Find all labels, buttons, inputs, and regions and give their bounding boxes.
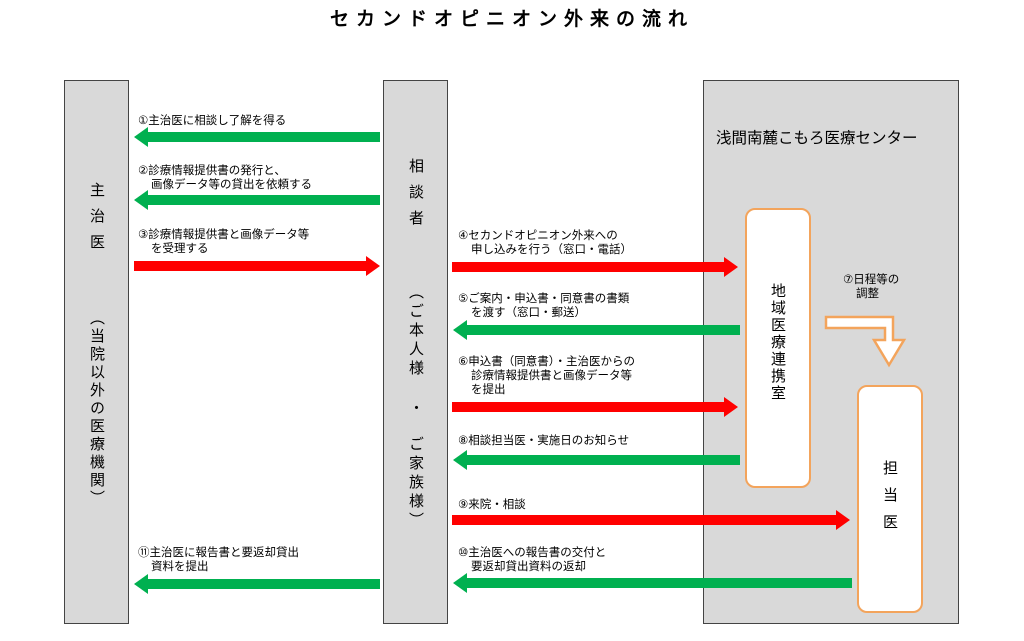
column-consultant [383,80,448,624]
arrow-step-11 [134,574,380,594]
consultant-sub-3: ご家族様） [407,436,425,531]
arrow-step-6 [452,397,738,417]
step-11-label: ⑪主治医に報告書と要返却貸出 資料を提出 [138,545,299,573]
arrow-step-5 [453,320,740,340]
consultant-label: 相談者 [406,158,427,236]
step-11-line-1: ⑪主治医に報告書と要返却貸出 [138,545,299,559]
step-6-line-1: ⑥申込書（同意書）・主治医からの [458,354,636,368]
primary-doctor-char-3: 医 [88,234,106,260]
step-5-line-1: ⑤ご案内・申込書・同意書の書類 [458,291,630,305]
arrow-step-7 [824,315,907,368]
step-1-label: ①主治医に相談し了解を得る [138,113,286,127]
arrow-step-4 [452,257,738,277]
consultant-sublabel-2: ご家族様） [406,436,427,531]
step-4-label: ④セカンドオピニオン外来への 申し込みを行う（窓口・電話） [458,228,632,256]
arrow-step-8 [453,450,740,470]
step-5-line-2: を渡す（窓口・郵送） [471,305,586,319]
step-9-line-1: ⑨来院・相談 [458,497,526,511]
step-7-label: ⑦日程等の 調整 [843,272,899,300]
step-9-label: ⑨来院・相談 [458,497,526,511]
step-4-line-1: ④セカンドオピニオン外来への [458,228,618,242]
arrow-step-9 [452,510,850,530]
attending-doctor-label: 担当医 [881,460,899,541]
arrow-step-1 [134,127,380,147]
primary-doctor-sub: （当院以外の医療機関） [88,310,106,508]
box-regional-liaison [745,208,811,488]
arrow-step-3 [134,256,380,276]
step-3-label: ③診療情報提供書と画像データ等 を受理する [138,227,309,255]
primary-doctor-char-2: 治 [88,208,106,234]
consultant-dot: ・ [406,400,427,415]
consultant-char-3: 者 [407,210,425,236]
step-2-line-1: ②診療情報提供書の発行と、 [138,163,286,177]
step-6-line-3: を提出 [471,382,506,396]
consultant-sub-2: ・ [407,400,425,415]
step-8-label: ⑧相談担当医・実施日のお知らせ [458,433,629,447]
step-4-line-2: 申し込みを行う（窓口・電話） [471,242,632,256]
arrow-step-10 [453,573,852,593]
step-10-line-1: ⑩主治医への報告書の交付と [458,545,607,559]
hospital-name: 浅間南麓こもろ医療センター [716,129,918,147]
consultant-char-1: 相 [407,158,425,184]
box-attending-doctor [857,385,923,613]
arrow-step-2 [134,190,380,210]
primary-doctor-label: 主治医 [87,182,108,260]
step-5-label: ⑤ご案内・申込書・同意書の書類 を渡す（窓口・郵送） [458,291,629,319]
step-10-label: ⑩主治医への報告書の交付と 要返却貸出資料の返却 [458,545,606,573]
step-3-line-1: ③診療情報提供書と画像データ等 [138,227,310,241]
regional-liaison-label: 地域医療連携室 [769,283,787,402]
step-2-label: ②診療情報提供書の発行と、 画像データ等の貸出を依頼する [138,163,312,191]
step-2-line-2: 画像データ等の貸出を依頼する [151,177,312,191]
primary-doctor-sublabel: （当院以外の医療機関） [87,310,108,508]
step-7-line-2: 調整 [856,286,879,300]
step-6-line-2: 診療情報提供書と画像データ等 [471,368,632,382]
consultant-char-2: 談 [407,184,425,210]
consultant-sub-1: （ご本人様 [407,284,425,379]
step-7-line-1: ⑦日程等の [843,272,900,286]
step-10-line-2: 要返却貸出資料の返却 [471,559,586,573]
primary-doctor-char-1: 主 [88,182,106,208]
step-3-line-2: を受理する [151,241,209,255]
column-primary-doctor [64,80,129,624]
step-1-line-1: ①主治医に相談し了解を得る [138,113,287,127]
consultant-sublabel: （ご本人様 [406,284,427,379]
step-11-line-2: 資料を提出 [151,559,209,573]
step-8-line-1: ⑧相談担当医・実施日のお知らせ [458,433,630,447]
step-6-label: ⑥申込書（同意書）・主治医からの 診療情報提供書と画像データ等 を提出 [458,354,635,396]
diagram-title: セカンドオピニオン外来の流れ [329,8,694,30]
